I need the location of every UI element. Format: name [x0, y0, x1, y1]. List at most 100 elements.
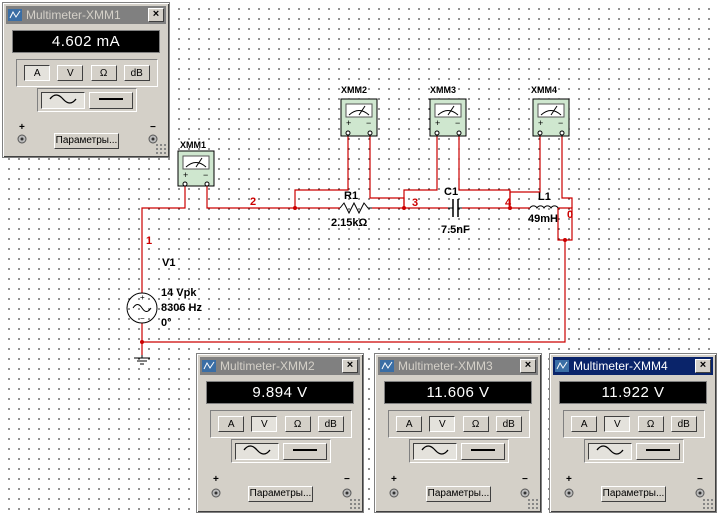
- multimeter-window-xmm4[interactable]: Multimeter-XMM4 × 11.922 V A V Ω dB + − …: [549, 353, 717, 513]
- dc-mode-button[interactable]: [88, 91, 133, 109]
- ammeter-mode-button[interactable]: A: [396, 416, 423, 432]
- meter-symbol-xmm3[interactable]: XMM3 + −: [429, 85, 467, 137]
- c1-value: 7.5nF: [441, 224, 470, 236]
- wire-node-2[interactable]: [206, 186, 340, 209]
- parameters-button[interactable]: Параметры...: [248, 486, 313, 502]
- ammeter-mode-button[interactable]: A: [571, 416, 598, 432]
- v1-frequency: 8306 Hz: [161, 302, 202, 314]
- close-button[interactable]: ×: [342, 359, 358, 373]
- title-bar[interactable]: Multimeter-XMM1 ×: [6, 6, 166, 24]
- title-bar[interactable]: Multimeter-XMM2 ×: [200, 357, 360, 375]
- xmm3-symbol-plus: +: [435, 118, 440, 128]
- decibel-mode-button[interactable]: dB: [317, 416, 344, 432]
- wire-node-0-branch[interactable]: [557, 207, 573, 241]
- resistor-r1[interactable]: R1 2.15kΩ: [331, 190, 372, 229]
- multisim-app-icon: [202, 360, 216, 372]
- dc-mode-button[interactable]: [635, 442, 680, 460]
- ohmmeter-mode-button[interactable]: Ω: [462, 416, 489, 432]
- close-button[interactable]: ×: [520, 359, 536, 373]
- multimeter-window-xmm3[interactable]: Multimeter-XMM3 × 11.606 V A V Ω dB + − …: [374, 353, 542, 513]
- resize-grip[interactable]: [702, 498, 713, 509]
- terminal-jack-icon[interactable]: [211, 488, 221, 498]
- wire-xmm2-minus[interactable]: [369, 136, 405, 208]
- terminal-jack-icon[interactable]: [342, 488, 352, 498]
- close-button[interactable]: ×: [148, 8, 164, 22]
- wires: [141, 136, 573, 355]
- ac-mode-button[interactable]: [235, 442, 280, 460]
- mode-button-group: A V Ω dB: [16, 59, 158, 87]
- dc-mode-button[interactable]: [460, 442, 505, 460]
- multimeter-window-xmm2[interactable]: Multimeter-XMM2 × 9.894 V A V Ω dB + − П…: [196, 353, 364, 513]
- ammeter-mode-button[interactable]: A: [24, 65, 51, 81]
- ac-mode-button[interactable]: [588, 442, 633, 460]
- parameters-button[interactable]: Параметры...: [54, 133, 119, 149]
- reading-display: 11.922 V: [559, 381, 707, 404]
- inductor-l1[interactable]: L1 49mH: [528, 191, 559, 225]
- terminal-jack-icon[interactable]: [695, 488, 705, 498]
- wire-xmm4-minus[interactable]: [561, 136, 573, 208]
- ohmmeter-mode-button[interactable]: Ω: [637, 416, 664, 432]
- wire-xmm4-plus[interactable]: [509, 136, 541, 208]
- voltmeter-mode-button[interactable]: V: [604, 416, 631, 432]
- decibel-mode-button[interactable]: dB: [670, 416, 697, 432]
- voltmeter-mode-button[interactable]: V: [57, 65, 84, 81]
- ac-source-v1[interactable]: + − V1 14 Vpk 8306 Hz 0°: [126, 257, 202, 329]
- terminal-jack-icon[interactable]: [564, 488, 574, 498]
- multisim-app-icon: [555, 360, 569, 372]
- reading-display: 4.602 mA: [12, 30, 160, 53]
- wire-xmm3-minus[interactable]: [458, 136, 511, 208]
- plus-terminal-label: +: [19, 122, 25, 133]
- dc-line-icon: [470, 448, 495, 451]
- ohmmeter-mode-button[interactable]: Ω: [90, 65, 117, 81]
- voltmeter-mode-button[interactable]: V: [251, 416, 278, 432]
- wire-xmm3-plus[interactable]: [403, 136, 438, 208]
- resize-grip[interactable]: [349, 498, 360, 509]
- title-bar[interactable]: Multimeter-XMM4 ×: [553, 357, 713, 375]
- junctions: [140, 206, 567, 344]
- junction-dot: [563, 238, 567, 242]
- parameters-button[interactable]: Параметры...: [426, 486, 491, 502]
- title-bar[interactable]: Multimeter-XMM3 ×: [378, 357, 538, 375]
- meter-symbol-xmm4[interactable]: XMM4 + −: [531, 85, 570, 137]
- meter-symbol-xmm1[interactable]: XMM1 + −: [177, 140, 215, 187]
- capacitor-c1[interactable]: C1 7.5nF: [441, 186, 470, 236]
- parameters-button[interactable]: Параметры...: [601, 486, 666, 502]
- terminal-jack-icon[interactable]: [520, 488, 530, 498]
- ac-sine-icon: [49, 93, 77, 104]
- node-label-1: 1: [146, 235, 152, 247]
- resize-grip[interactable]: [155, 143, 166, 154]
- ammeter-mode-button[interactable]: A: [218, 416, 245, 432]
- junction-dot: [402, 206, 406, 210]
- multimeter-window-xmm1[interactable]: Multimeter-XMM1 × 4.602 mA A V Ω dB + − …: [2, 2, 170, 158]
- ac-mode-button[interactable]: [41, 91, 86, 109]
- plus-terminal-label: +: [213, 474, 219, 485]
- minus-terminal-label: −: [150, 122, 156, 133]
- multisim-app-icon: [8, 9, 22, 21]
- decibel-mode-button[interactable]: dB: [123, 65, 150, 81]
- xmm2-symbol-minus: −: [366, 118, 371, 128]
- close-button[interactable]: ×: [695, 359, 711, 373]
- xmm2-symbol-plus: +: [346, 118, 351, 128]
- meter-symbol-xmm2[interactable]: XMM2 + −: [340, 85, 378, 137]
- ac-sine-icon: [596, 444, 624, 455]
- ac-mode-button[interactable]: [413, 442, 458, 460]
- wire-node-0[interactable]: [141, 240, 566, 343]
- v1-phase: 0°: [161, 317, 172, 329]
- voltmeter-mode-button[interactable]: V: [429, 416, 456, 432]
- dc-mode-button[interactable]: [282, 442, 327, 460]
- junction-dot: [508, 206, 512, 210]
- window-title: Multimeter-XMM2: [220, 359, 315, 373]
- wire-node-1[interactable]: [141, 186, 186, 293]
- resize-grip[interactable]: [527, 498, 538, 509]
- waveform-button-group: [37, 88, 137, 112]
- r1-value: 2.15kΩ: [331, 217, 368, 229]
- wire-xmm2-plus[interactable]: [294, 136, 349, 208]
- window-title: Multimeter-XMM4: [573, 359, 668, 373]
- terminal-jack-icon[interactable]: [17, 134, 27, 144]
- terminal-jack-icon[interactable]: [389, 488, 399, 498]
- decibel-mode-button[interactable]: dB: [495, 416, 522, 432]
- terminal-jack-icon[interactable]: [148, 134, 158, 144]
- ohmmeter-mode-button[interactable]: Ω: [284, 416, 311, 432]
- waveform-button-group: [409, 439, 509, 463]
